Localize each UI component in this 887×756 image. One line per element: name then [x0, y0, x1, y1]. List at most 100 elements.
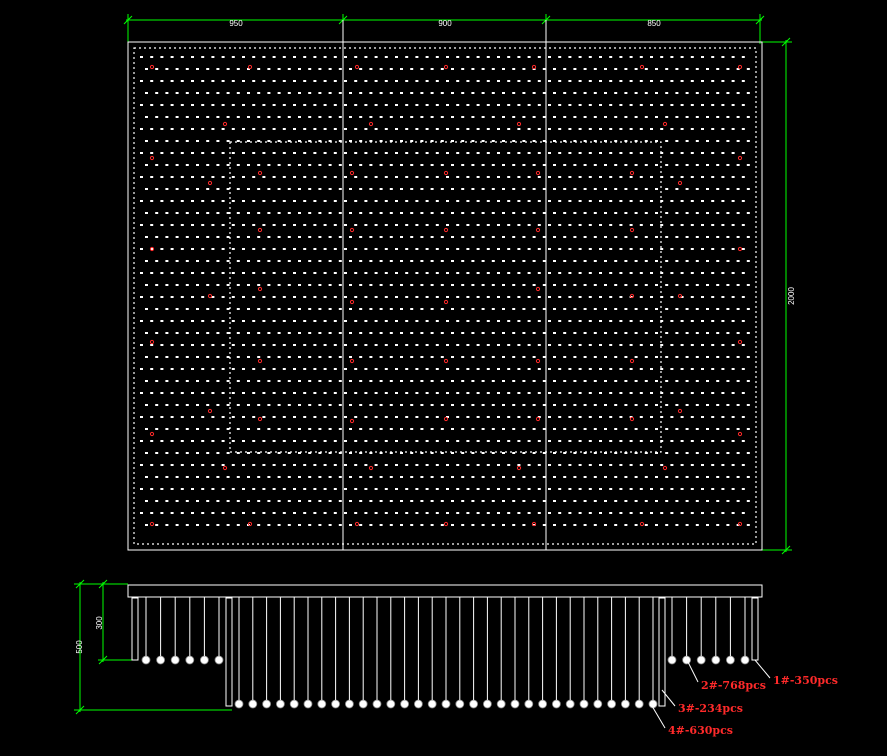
label-type2: 2#-768pcs	[701, 679, 766, 692]
red-marker	[354, 64, 360, 70]
red-marker	[535, 227, 541, 233]
crystal-ball	[170, 655, 180, 665]
label-leaders	[651, 659, 771, 729]
red-marker	[629, 170, 635, 176]
crystal-ball	[344, 699, 354, 709]
crystal-ball	[711, 655, 721, 665]
crystal-ball	[740, 655, 750, 665]
crystal-ball	[234, 699, 244, 709]
red-marker	[207, 180, 213, 186]
dim-label-300: 300	[95, 616, 104, 630]
dim-label-900: 900	[438, 19, 452, 28]
pendant-strands	[141, 597, 750, 709]
red-marker	[531, 521, 537, 527]
red-marker	[349, 227, 355, 233]
red-marker	[222, 121, 228, 127]
red-marker	[443, 521, 449, 527]
crystal-dashes	[140, 56, 750, 526]
red-marker	[354, 521, 360, 527]
crystal-ball	[427, 699, 437, 709]
red-marker	[349, 418, 355, 424]
crystal-ball	[156, 655, 166, 665]
crystal-ball	[289, 699, 299, 709]
red-marker	[639, 64, 645, 70]
red-marker	[207, 293, 213, 299]
dim-label-950: 950	[229, 19, 243, 28]
plan-view: 950 900 850 2000	[123, 14, 796, 555]
red-marker	[662, 465, 668, 471]
label-type4: 4#-630pcs	[668, 724, 733, 737]
crystal-ball	[496, 699, 506, 709]
red-marker	[443, 227, 449, 233]
red-marker	[737, 521, 743, 527]
red-marker	[639, 521, 645, 527]
red-marker	[149, 521, 155, 527]
elevation-dimension-lines	[74, 579, 232, 715]
red-marker	[247, 521, 253, 527]
red-marker	[535, 416, 541, 422]
red-marker	[257, 416, 263, 422]
red-marker	[149, 246, 155, 252]
crystal-ball	[726, 655, 735, 665]
crystal-ball	[696, 655, 706, 665]
crystal-ball	[262, 699, 272, 709]
crystal-ball	[621, 699, 630, 709]
red-marker	[257, 170, 263, 176]
red-marker	[629, 358, 635, 364]
elevation-view: 300 500 1#-350pcs 2#-768pcs 3#-234pcs 4#…	[74, 579, 838, 737]
crystal-ball	[214, 655, 224, 665]
red-marker	[662, 121, 668, 127]
dim-label-2000: 2000	[787, 287, 796, 305]
red-marker	[737, 246, 743, 252]
crystal-ball	[469, 699, 479, 709]
crystal-ball	[538, 699, 547, 709]
plan-dimension-lines	[123, 14, 792, 555]
crystal-ball	[482, 699, 492, 709]
crystal-ball	[682, 655, 691, 665]
red-marker	[443, 358, 449, 364]
crystal-ball	[565, 699, 575, 709]
crystal-ball	[303, 699, 313, 709]
crystal-ball	[331, 699, 341, 709]
red-marker	[149, 339, 155, 345]
strand-lines	[145, 597, 746, 700]
crystal-ball	[634, 699, 644, 709]
ceiling-plate	[127, 584, 763, 598]
red-marker	[443, 299, 449, 305]
side-panel-inner-left	[225, 597, 233, 707]
crystal-ball	[552, 699, 561, 709]
red-marker	[257, 286, 263, 292]
crystal-ball	[185, 655, 195, 665]
red-marker	[222, 465, 228, 471]
crystal-ball	[593, 699, 603, 709]
red-marker	[149, 64, 155, 70]
red-marker	[349, 170, 355, 176]
side-panel-right	[751, 597, 759, 661]
red-marker	[149, 155, 155, 161]
crystal-ball	[579, 699, 589, 709]
side-panel-inner-right	[658, 597, 666, 707]
crystal-ball	[386, 699, 396, 709]
crystal-ball	[441, 699, 451, 709]
red-marker	[443, 170, 449, 176]
crystal-ball	[275, 699, 285, 709]
plan-outer-frame	[127, 41, 763, 551]
crystal-ball	[524, 699, 534, 709]
crystal-ball	[199, 655, 209, 665]
crystal-ball	[667, 655, 677, 665]
red-markers	[149, 64, 743, 527]
red-marker	[247, 64, 253, 70]
red-marker	[535, 358, 541, 364]
side-panel-left	[131, 597, 139, 661]
red-marker	[516, 121, 522, 127]
red-marker	[535, 286, 541, 292]
crystal-ball	[400, 699, 410, 709]
red-marker	[149, 431, 155, 437]
crystal-ball	[317, 699, 327, 709]
red-marker	[207, 408, 213, 414]
crystal-ball	[413, 699, 423, 709]
red-marker	[677, 408, 683, 414]
red-marker	[737, 155, 743, 161]
red-marker	[257, 227, 263, 233]
red-marker	[531, 64, 537, 70]
